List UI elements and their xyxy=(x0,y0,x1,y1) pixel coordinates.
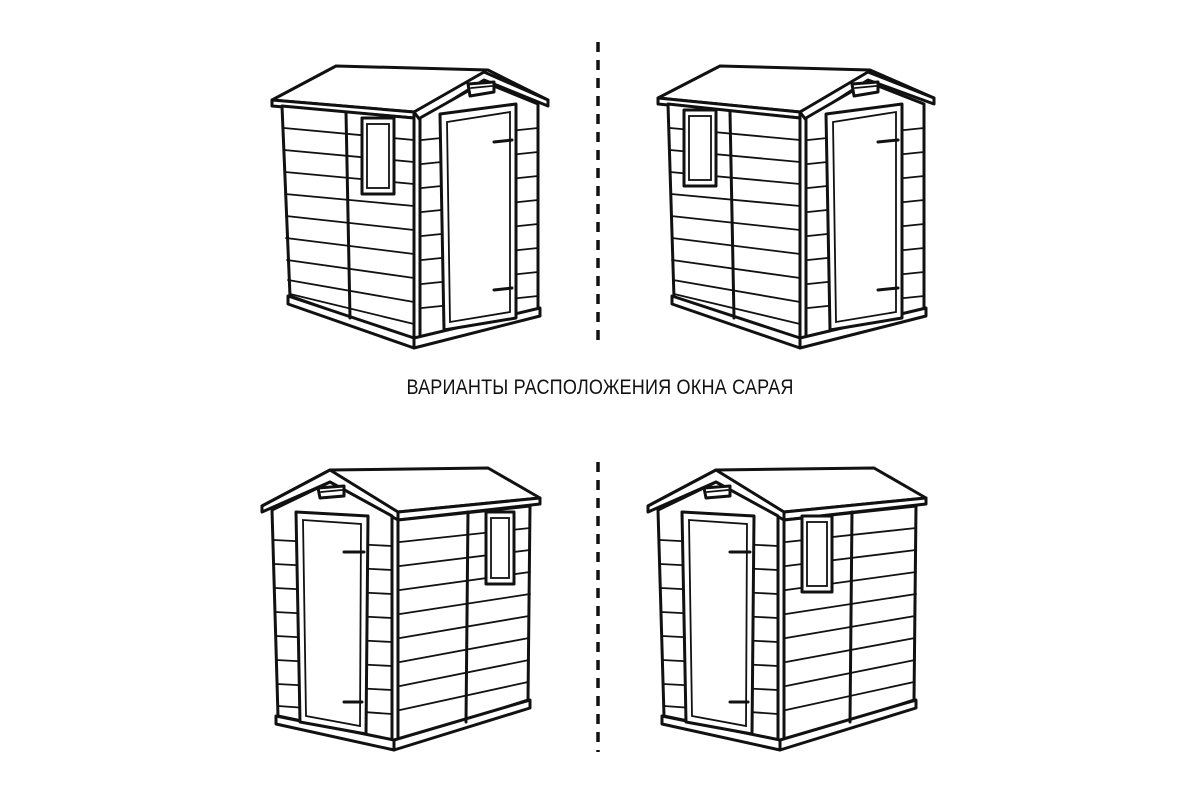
shed-variant-3 xyxy=(260,466,542,752)
caption-title: ВАРИАНТЫ РАСПОЛОЖЕНИЯ ОКНА САРАЯ xyxy=(406,376,794,399)
shed-variant-1 xyxy=(270,64,550,350)
shed-variant-4 xyxy=(646,466,928,752)
shed-variant-2 xyxy=(656,64,936,350)
